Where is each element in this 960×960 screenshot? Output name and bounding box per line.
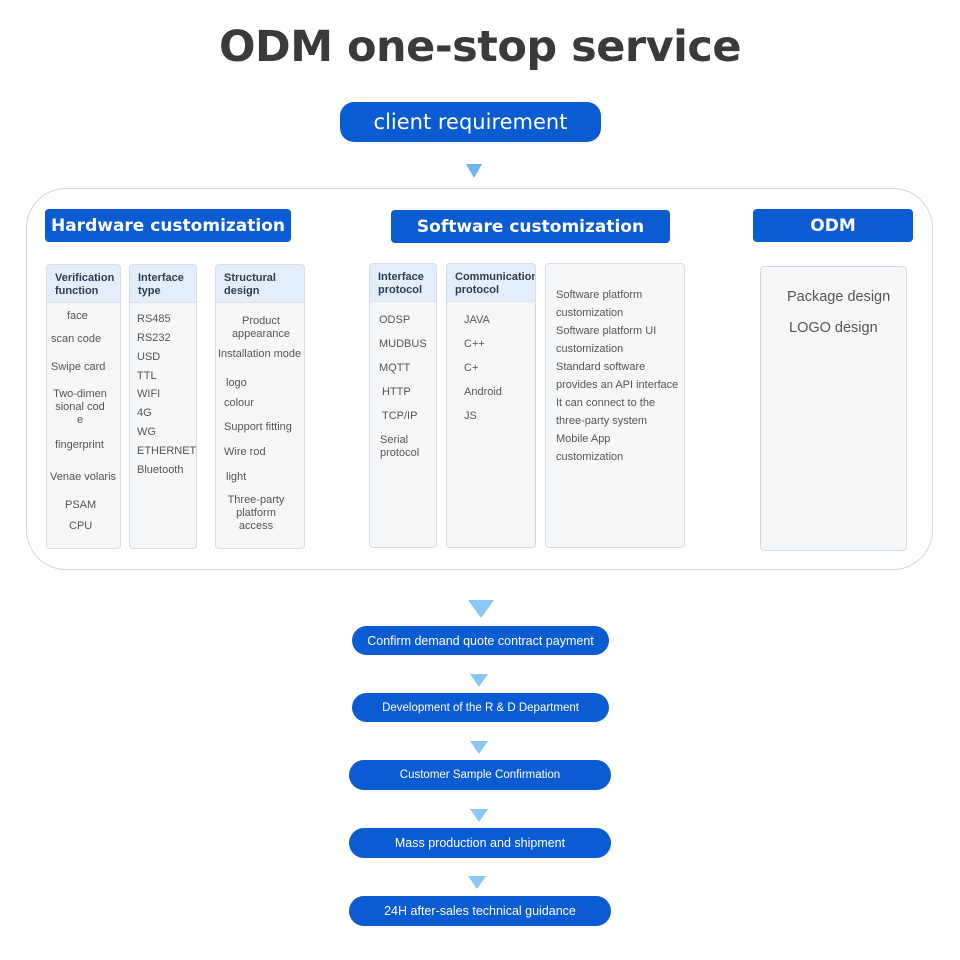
list-item: TCP/IP <box>382 410 418 422</box>
down-arrow-icon <box>466 164 482 178</box>
structural-design-column: Structural design Product appearance Ins… <box>215 264 305 549</box>
list-item: TTL <box>137 370 157 382</box>
list-item: Venae volaris <box>50 471 117 483</box>
list-item: face <box>67 310 88 322</box>
down-arrow-icon <box>468 876 486 889</box>
odm-header: ODM <box>753 209 913 242</box>
list-item: RS485 <box>137 313 171 325</box>
list-item: Software platform customization <box>556 289 643 319</box>
list-item: Product appearance <box>231 315 291 340</box>
list-item: CPU <box>69 520 93 532</box>
list-item: Software platform UI customization <box>556 325 657 355</box>
list-item: scan code <box>51 333 102 345</box>
column-header: Interface protocol <box>370 264 436 302</box>
down-arrow-icon <box>470 674 488 687</box>
down-arrow-icon <box>470 809 488 822</box>
list-item: MQTT <box>379 362 411 374</box>
list-item: Three-party platform access <box>227 494 285 532</box>
column-header: Structural design <box>216 265 304 303</box>
flow-step-development: Development of the R & D Department <box>352 693 609 722</box>
communication-protocol-column: Communication protocol JAVA C++ C+ Andro… <box>446 263 536 548</box>
flow-step-sample-confirmation: Customer Sample Confirmation <box>349 760 611 790</box>
list-item: 4G <box>137 407 152 419</box>
list-item: Bluetooth <box>137 464 184 476</box>
software-customization-header: Software customization <box>391 210 670 243</box>
list-item: light <box>226 471 247 483</box>
list-item: Support fitting <box>224 421 292 433</box>
list-item: Serial protocol <box>380 434 420 459</box>
software-notes-column: Software platform customization Software… <box>545 263 685 548</box>
list-item: Package design <box>787 289 891 305</box>
column-header: Interface type <box>130 265 196 303</box>
interface-protocol-column: Interface protocol ODSP MUDBUS MQTT HTTP… <box>369 263 437 548</box>
list-item: WIFI <box>137 388 161 400</box>
hardware-customization-header: Hardware customization <box>45 209 291 242</box>
list-item: PSAM <box>65 499 97 511</box>
list-item: Standard software provides an API interf… <box>556 361 679 391</box>
list-item: Mobile App customization <box>556 433 624 463</box>
list-item: C++ <box>464 338 485 350</box>
odm-column: Package design LOGO design <box>760 266 907 551</box>
list-item: colour <box>224 397 254 409</box>
list-item: logo <box>226 377 247 389</box>
list-item: ODSP <box>379 314 411 326</box>
list-item: Swipe card <box>51 361 106 373</box>
page-title: ODM one-stop service <box>219 22 742 72</box>
flow-step-after-sales: 24H after-sales technical guidance <box>349 896 611 926</box>
list-item: LOGO design <box>789 320 878 336</box>
list-item: It can connect to the three-party system <box>556 397 656 427</box>
list-item: C+ <box>464 362 479 374</box>
list-item: HTTP <box>382 386 411 398</box>
list-item: USD <box>137 351 161 363</box>
list-item: ETHERNET <box>137 445 197 457</box>
list-item: JAVA <box>464 314 490 326</box>
list-item: JS <box>464 410 477 422</box>
list-item: Installation mode <box>218 348 302 360</box>
list-item: Android <box>464 386 502 398</box>
down-arrow-icon <box>470 741 488 754</box>
verification-function-column: Verification function face scan code Swi… <box>46 264 121 549</box>
list-item: fingerprint <box>55 439 104 451</box>
list-item: Wire rod <box>224 446 266 458</box>
flow-step-mass-production: Mass production and shipment <box>349 828 611 858</box>
list-item: Two-dimensional code <box>53 388 107 426</box>
list-item: MUDBUS <box>379 338 427 350</box>
column-header: Verification function <box>47 265 120 303</box>
list-item: WG <box>137 426 156 438</box>
interface-type-column: Interface type RS485 RS232 USD TTL WIFI … <box>129 264 197 549</box>
down-arrow-icon <box>468 600 494 618</box>
list-item: RS232 <box>137 332 171 344</box>
client-requirement-pill: client requirement <box>340 102 601 142</box>
flow-step-confirm-demand: Confirm demand quote contract payment <box>352 626 609 655</box>
column-header: Communication protocol <box>447 264 535 302</box>
